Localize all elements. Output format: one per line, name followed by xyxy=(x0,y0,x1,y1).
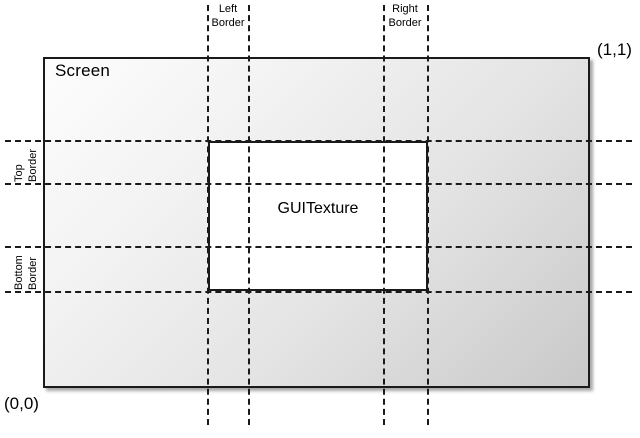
guide-line-horizontal-bottom-outer xyxy=(5,291,632,293)
guide-line-horizontal-bottom-inner xyxy=(5,246,632,248)
left-border-label-line1: Left xyxy=(218,3,238,15)
guide-line-vertical-right-inner xyxy=(383,5,385,425)
bottom-border-label-line2: Border xyxy=(27,256,39,290)
guitexture-rectangle xyxy=(208,141,428,291)
top-border-label-line1: Top xyxy=(13,164,25,182)
guide-line-vertical-left-outer xyxy=(207,5,209,425)
guitexture-label: GUITexture xyxy=(277,200,359,217)
guide-line-vertical-right-outer xyxy=(427,5,429,425)
guide-line-horizontal-top-outer xyxy=(5,140,632,142)
coordinate-label-bottom-left: (0,0) xyxy=(4,394,39,413)
right-border-label-line2: Border xyxy=(388,17,422,29)
guide-line-horizontal-top-inner xyxy=(5,183,632,185)
left-border-label-line2: Border xyxy=(211,17,245,29)
bottom-border-label-line1: Bottom xyxy=(13,255,25,290)
top-border-label-line2: Border xyxy=(27,148,39,182)
screen-label: Screen xyxy=(55,61,111,80)
right-border-label-line1: Right xyxy=(392,3,418,15)
coordinate-label-top-right: (1,1) xyxy=(597,40,632,59)
guide-line-vertical-left-inner xyxy=(248,5,250,425)
